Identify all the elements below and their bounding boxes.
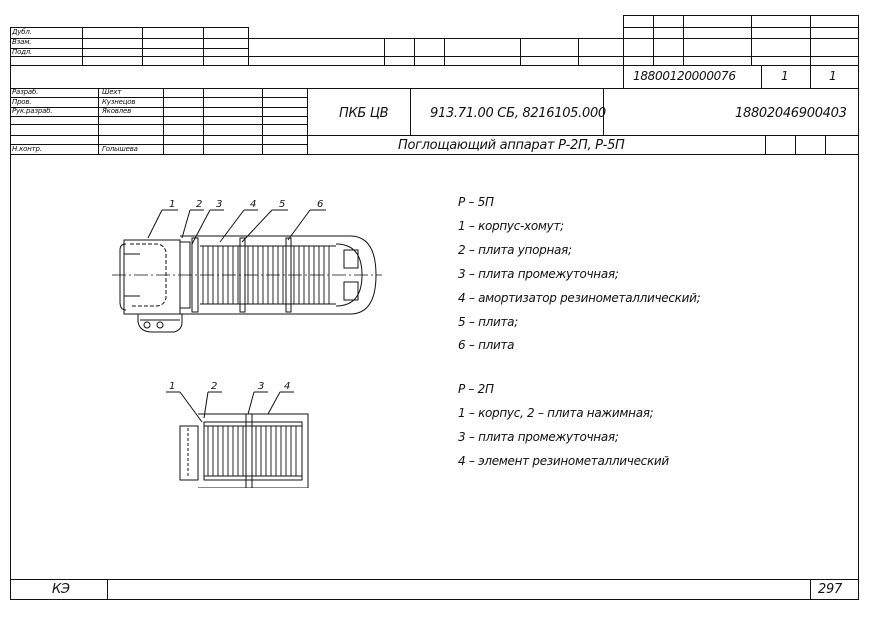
legend-item: 3 – плита промежуточная; xyxy=(458,430,619,444)
grid-line xyxy=(683,15,684,65)
role-label: Пров. xyxy=(12,98,32,106)
role-label: Н.контр. xyxy=(12,145,42,153)
grid-line xyxy=(623,27,859,28)
title-line xyxy=(603,88,604,135)
legend-item: 2 – плита упорная; xyxy=(458,243,572,257)
sheet-number: 1 xyxy=(781,69,789,83)
code-row-line xyxy=(10,88,859,89)
callout-number: 2 xyxy=(211,381,217,392)
footer-line xyxy=(107,579,108,599)
legend-item: 4 – элемент резинометаллический xyxy=(458,454,669,468)
drawing-title: Поглощающий аппарат Р-2П, Р-5П xyxy=(398,138,625,153)
frame-left-line xyxy=(10,27,11,599)
organization: ПКБ ЦВ xyxy=(339,106,389,121)
title-line xyxy=(307,88,308,154)
title-line xyxy=(262,88,263,154)
title-line xyxy=(825,135,826,154)
stamp-line xyxy=(10,65,859,66)
grid-line xyxy=(761,65,762,88)
role-label: Разраб. xyxy=(12,88,39,96)
stamp-line xyxy=(10,27,248,28)
stamp-line xyxy=(203,27,204,65)
grid-line xyxy=(384,38,385,65)
callout-number: 2 xyxy=(196,199,202,210)
callout-number: 3 xyxy=(258,381,264,392)
grid-line xyxy=(623,15,859,16)
grid-line xyxy=(414,38,415,65)
title-code: 18802046900403 xyxy=(735,106,847,121)
grid-line xyxy=(623,65,624,88)
role-name: Шехт xyxy=(102,88,122,96)
stamp-line xyxy=(10,38,859,39)
stamp-label-podl: Подл. xyxy=(12,48,33,56)
frame-right-line xyxy=(858,15,859,599)
callout-number: 1 xyxy=(169,381,175,392)
footer-page-number: 297 xyxy=(818,582,842,597)
legend-item: 5 – плита; xyxy=(458,315,518,329)
callout-number: 1 xyxy=(169,199,175,210)
title-line xyxy=(10,154,859,155)
stamp-label-vzam: Взам. xyxy=(12,38,32,46)
stamp-line xyxy=(10,56,859,57)
title-line xyxy=(98,88,99,154)
callout-number: 6 xyxy=(317,199,323,210)
legend-item: 4 – амортизатор резинометаллический; xyxy=(458,291,701,305)
legend-heading: Р – 2П xyxy=(458,382,494,396)
title-line xyxy=(410,88,411,135)
footer-doc-type: КЭ xyxy=(52,582,70,597)
frame-bottom-line xyxy=(10,599,859,600)
stamp-line xyxy=(82,27,83,65)
title-line xyxy=(795,135,796,154)
stamp-line xyxy=(248,27,249,65)
grid-line xyxy=(810,15,811,65)
sheet-total: 1 xyxy=(829,69,837,83)
role-name: Голышева xyxy=(102,145,138,153)
role-label: Рук.разраб. xyxy=(12,107,53,115)
legend-item: 1 – корпус-хомут; xyxy=(458,219,564,233)
title-line xyxy=(10,116,307,117)
role-name: Кузнецов xyxy=(102,98,136,106)
stamp-line xyxy=(142,27,143,65)
drawing-r2p: 1 2 3 4 xyxy=(166,381,309,488)
title-line xyxy=(10,144,307,145)
designation: 913.71.00 СБ, 8216105.000 xyxy=(430,106,606,121)
title-line xyxy=(203,88,204,154)
callout-number: 5 xyxy=(279,199,285,210)
title-line xyxy=(163,88,164,154)
grid-line xyxy=(653,15,654,65)
footer-line xyxy=(810,579,811,599)
title-line xyxy=(10,97,307,98)
grid-line xyxy=(751,15,752,65)
drawing-r5p: 1 2 3 4 5 6 xyxy=(112,199,382,333)
grid-line xyxy=(810,65,811,88)
role-name: Яковлев xyxy=(102,107,132,115)
callout-number: 4 xyxy=(284,381,290,392)
legend-item: 6 – плита xyxy=(458,338,515,352)
legend-heading: Р – 5П xyxy=(458,195,494,209)
legend-item: 1 – корпус, 2 – плита нажимная; xyxy=(458,406,654,420)
grid-line xyxy=(520,38,521,65)
grid-line xyxy=(578,38,579,65)
callout-number: 4 xyxy=(250,199,256,210)
title-line xyxy=(10,124,307,125)
title-line xyxy=(765,135,766,154)
title-line xyxy=(10,135,859,136)
grid-line xyxy=(444,38,445,65)
grid-line xyxy=(623,15,624,65)
legend-item: 3 – плита промежуточная; xyxy=(458,267,619,281)
stamp-line xyxy=(10,48,248,49)
stamp-label-dubl: Дубл. xyxy=(12,28,32,36)
doc-code: 18800120000076 xyxy=(633,69,736,83)
title-line xyxy=(10,107,307,108)
callout-number: 3 xyxy=(216,199,222,210)
footer-line xyxy=(10,579,859,580)
